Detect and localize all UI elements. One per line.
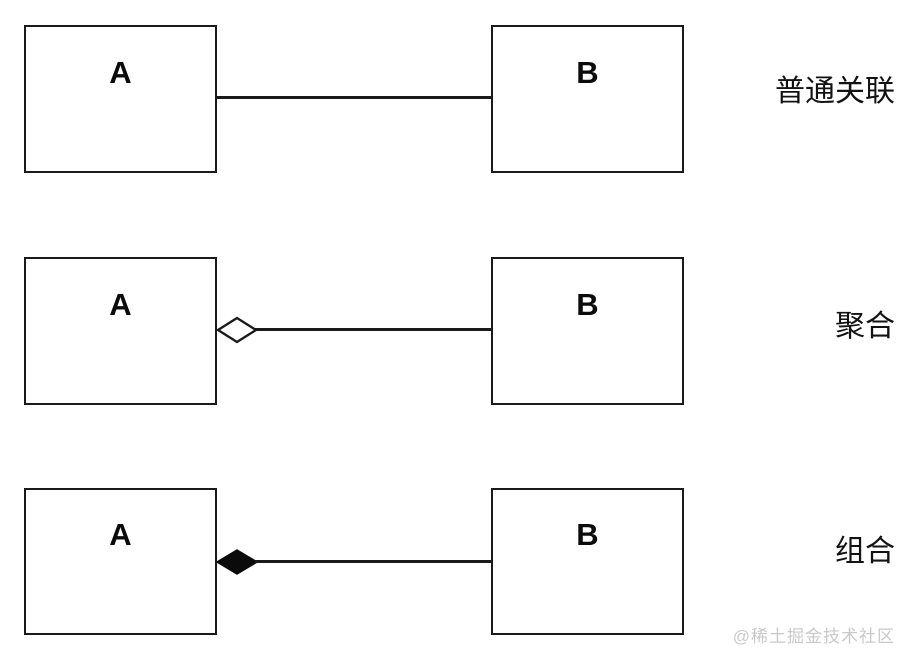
relationship-row-association: A B 普通关联 xyxy=(0,0,907,220)
class-name-b: B xyxy=(576,55,599,90)
relationship-label-aggregation: 聚合 xyxy=(835,310,895,343)
relationship-label-composition: 组合 xyxy=(835,535,895,568)
class-box-b-composition[interactable]: B xyxy=(491,488,684,635)
class-box-a-aggregation[interactable]: A xyxy=(24,257,217,405)
class-box-a-association[interactable]: A xyxy=(24,25,217,173)
aggregation-connector-line xyxy=(255,328,493,331)
class-name-a: A xyxy=(109,55,132,90)
class-box-a-composition[interactable]: A xyxy=(24,488,217,635)
class-name-a: A xyxy=(109,517,132,552)
relationship-row-aggregation: A B 聚合 xyxy=(24,257,895,405)
watermark-text: @稀土掘金技术社区 xyxy=(732,627,895,646)
composition-connector-line xyxy=(255,560,493,563)
relationship-label-association: 普通关联 xyxy=(775,75,895,108)
class-name-a: A xyxy=(109,287,132,322)
association-connector-line xyxy=(217,96,493,99)
filled-diamond-icon xyxy=(217,548,257,576)
class-box-b-aggregation[interactable]: B xyxy=(491,257,684,405)
class-box-b-association[interactable]: B xyxy=(491,25,684,173)
class-name-b: B xyxy=(576,287,599,322)
class-name-b: B xyxy=(576,517,599,552)
